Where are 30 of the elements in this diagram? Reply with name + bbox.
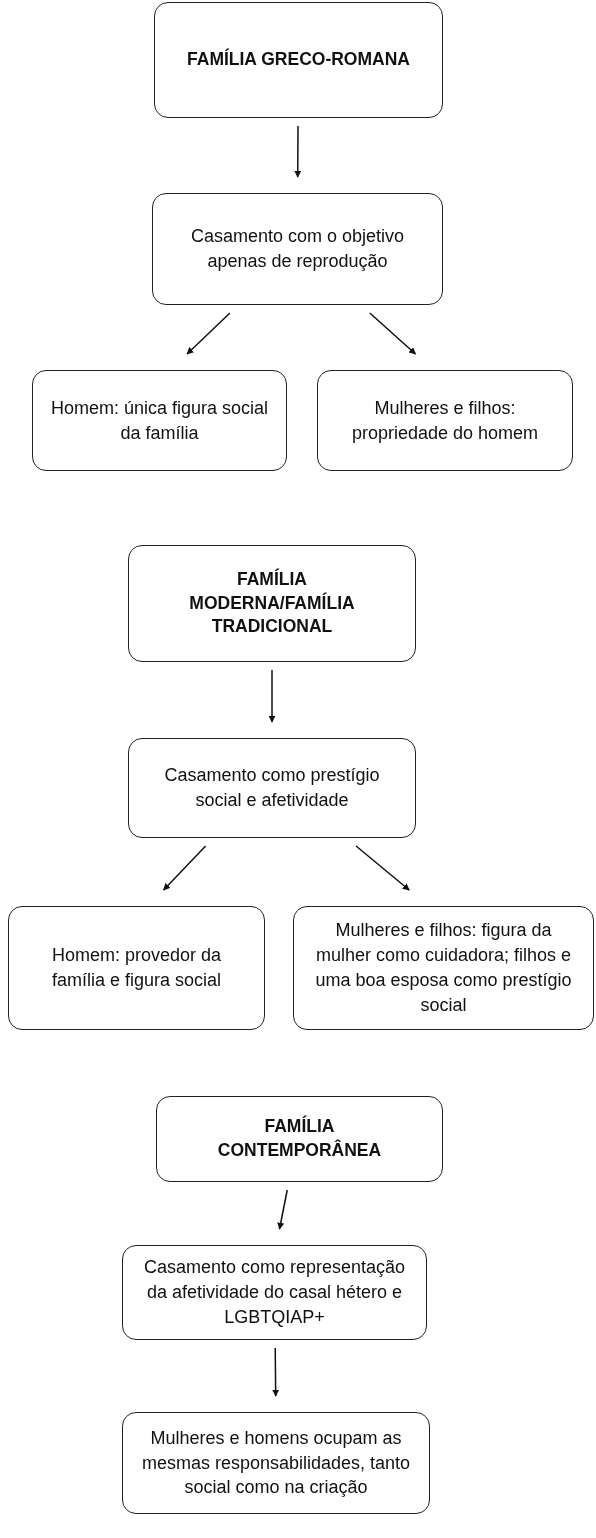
title-box (154, 2, 443, 118)
box-text: Homem: única figura social da família (49, 396, 270, 445)
box-text: Homem: provedor da família e figura social (50, 944, 223, 992)
process-box (152, 193, 443, 305)
process-box (122, 1412, 430, 1514)
arrow (277, 1189, 288, 1230)
arrow (186, 312, 231, 355)
process-box (8, 906, 265, 1030)
title-box (128, 545, 416, 662)
box-text: Mulheres e homens ocupam as mesmas responsabilidades, tanto social como na criação (140, 1426, 412, 1500)
process-box (293, 906, 594, 1030)
process-box (122, 1245, 427, 1340)
box-text: Casamento como prestígio social e afetividade (163, 764, 381, 812)
box-text: Casamento com o objetivo apenas de reprodução (189, 225, 406, 273)
arrow (162, 845, 207, 891)
box-text: Mulheres e filhos: figura da mulher como cuidadora; filhos e uma boa esposa como prestígio social (314, 919, 573, 1017)
process-box (32, 370, 287, 471)
arrow (268, 669, 276, 723)
heading-text: FAMÍLIA GRECO-ROMANA (187, 48, 410, 72)
box-text: Casamento como representação da afetividade do casal hétero e LGBTQIAP+ (142, 1256, 407, 1329)
heading-text: FAMÍLIA CONTEMPORÂNEA (216, 1115, 383, 1162)
title-box (156, 1096, 443, 1182)
process-box (317, 370, 573, 471)
box-text: Mulheres e filhos: propriedade do homem (350, 396, 540, 445)
arrow (272, 1347, 280, 1397)
heading-text: FAMÍLIA MODERNA/FAMÍLIA TRADICIONAL (188, 568, 356, 639)
process-box (128, 738, 416, 838)
arrow (355, 845, 410, 891)
arrow (294, 125, 302, 178)
arrow (369, 312, 417, 355)
